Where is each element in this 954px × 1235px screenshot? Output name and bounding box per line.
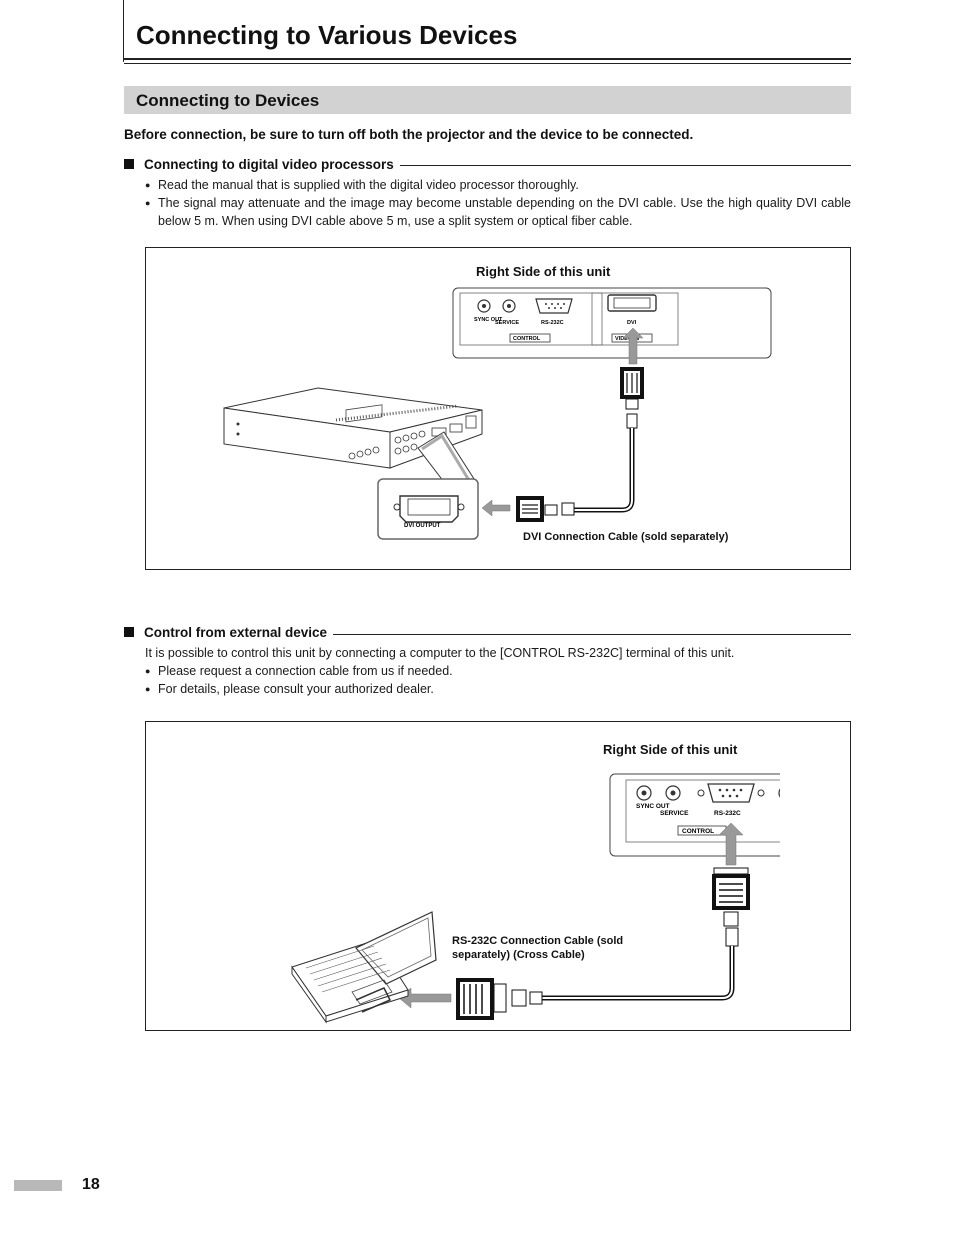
rs232c-cable-plug-bottom [456, 978, 543, 1020]
rs232c-diagram: SYNC OUT SERVICE RS-232C CONTROL [291, 773, 780, 1024]
title-rule-thick [124, 58, 851, 60]
left-arrow-icon [398, 987, 452, 1009]
left-arrow-icon [481, 499, 511, 517]
sync-out-label: SYNC OUT [636, 803, 670, 810]
dvi-heading: Connecting to digital video processors [124, 157, 400, 172]
dvi-heading-rule [124, 165, 851, 166]
service-label: SERVICE [660, 810, 689, 817]
section-heading-band: Connecting to Devices [124, 86, 851, 114]
dvi-connection-figure: SYNC OUT SERVICE RS-232C DVI CONTROL VID… [145, 247, 851, 570]
square-bullet-icon [124, 627, 134, 637]
dvi-bullet-list: Read the manual that is supplied with th… [145, 176, 851, 230]
rs232c-panel-label: Right Side of this unit [603, 742, 738, 757]
sync-out-label: SYNC OUT [474, 317, 503, 323]
control-heading-rule [124, 634, 851, 635]
control-label-frame [509, 333, 551, 343]
control-heading: Control from external device [124, 625, 334, 640]
service-label: SERVICE [495, 320, 519, 326]
rs232c-label: RS-232C [714, 810, 741, 817]
rs232c-label: RS-232C [541, 320, 564, 326]
title-rule-thin [124, 63, 851, 64]
page-number-bar [14, 1180, 62, 1191]
section-heading: Connecting to Devices [136, 91, 320, 110]
list-item: For details, please consult your authori… [145, 680, 851, 698]
video-in-label: VIDEO IN [615, 336, 639, 342]
page-title: Connecting to Various Devices [136, 20, 518, 50]
dvi-output-label: DVI OUTPUT [404, 523, 441, 529]
dvi-heading-text: Connecting to digital video processors [144, 157, 394, 172]
dvi-diagram: SYNC OUT SERVICE RS-232C DVI CONTROL VID… [223, 287, 772, 540]
up-arrow-icon [622, 327, 644, 365]
control-intro: It is possible to control this unit by c… [145, 646, 735, 660]
dvi-cable-plug-bottom [516, 496, 575, 522]
page-number: 18 [82, 1176, 100, 1193]
control-label: CONTROL [513, 336, 541, 342]
dvi-port-label: DVI [627, 320, 637, 326]
square-bullet-icon [124, 159, 134, 169]
list-item: Please request a connection cable from u… [145, 662, 851, 680]
dvi-panel-label: Right Side of this unit [476, 264, 611, 279]
rs232c-connection-figure: SYNC OUT SERVICE RS-232C CONTROL [145, 721, 851, 1031]
dvi-cable-caption: DVI Connection Cable (sold separately) [523, 531, 729, 543]
power-off-warning: Before connection, be sure to turn off b… [124, 127, 694, 142]
control-label: CONTROL [682, 828, 714, 835]
header-vertical-rule [123, 0, 124, 62]
dvi-output-port [393, 495, 465, 523]
control-text: It is possible to control this unit by c… [145, 644, 851, 698]
rs232c-cable-caption: RS-232C Connection Cable (sold separatel… [452, 935, 624, 961]
control-heading-text: Control from external device [144, 625, 328, 640]
rs232c-cable-plug-top [712, 867, 750, 947]
projector-side-panel-partial [609, 773, 780, 857]
laptop-computer [291, 911, 437, 1024]
up-arrow-icon [718, 822, 744, 866]
list-item: Read the manual that is supplied with th… [145, 176, 851, 194]
dvi-cable-plug-top [620, 367, 644, 429]
list-item: The signal may attenuate and the image m… [145, 194, 851, 230]
